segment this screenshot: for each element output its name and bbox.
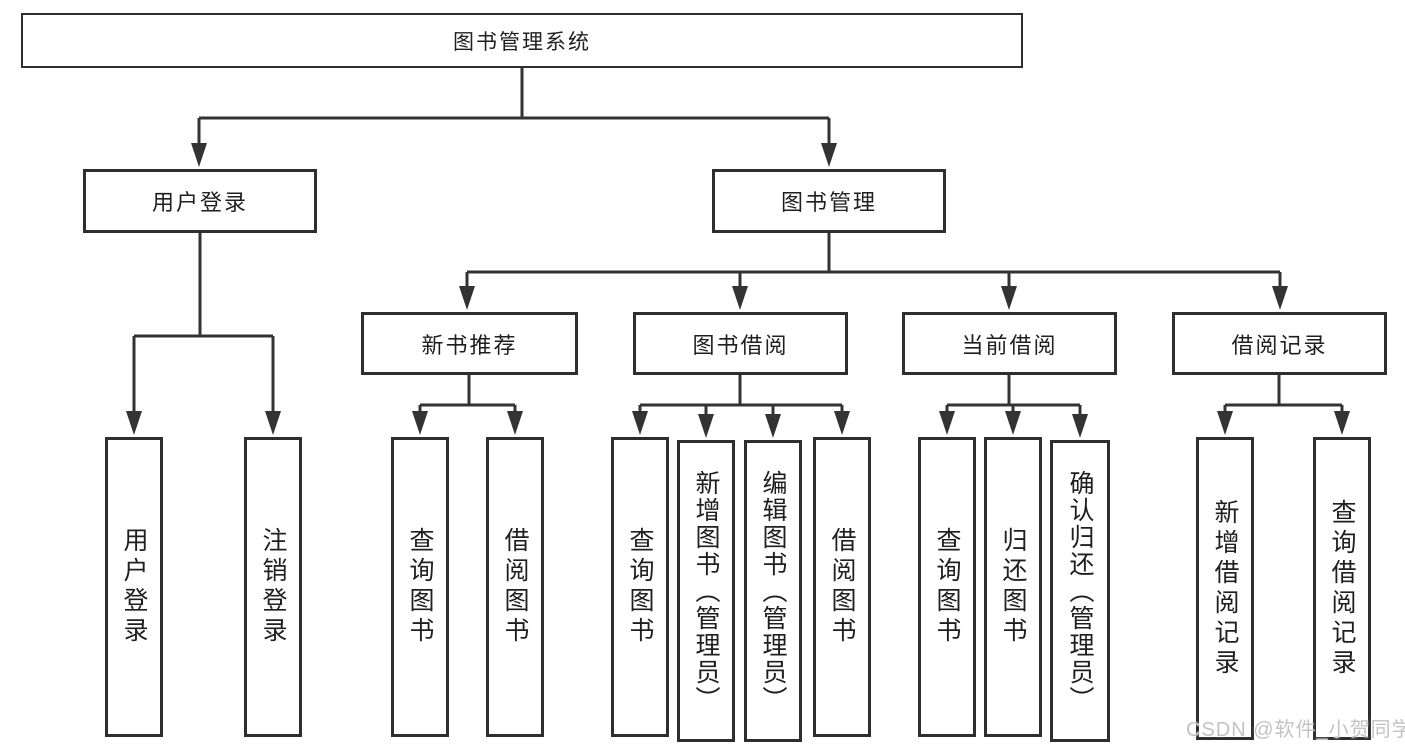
leaf-borrow-query-book-label: 查询图书 [626, 527, 654, 647]
node-book-borrow: 图书借阅 [633, 312, 848, 375]
node-new-book-recommend-label: 新书推荐 [421, 332, 518, 358]
leaf-borrow-query-book: 查询图书 [611, 437, 669, 737]
node-book-management-label: 图书管理 [780, 190, 877, 215]
leaf-borrow-borrow-book-label: 借阅图书 [828, 527, 856, 647]
leaf-recommend-borrow-book-label: 借阅图书 [501, 527, 529, 647]
leaf-borrow-edit-book-label: 编辑图书（管理员） [759, 469, 787, 713]
leaf-user-login-label: 用户登录 [120, 527, 148, 647]
leaf-current-query-book-label: 查询图书 [933, 527, 961, 647]
leaf-borrow-add-book-label: 新增图书（管理员） [692, 469, 720, 713]
leaf-record-query: 查询借阅记录 [1313, 437, 1371, 740]
leaf-record-add: 新增借阅记录 [1196, 437, 1254, 740]
node-user-login-label: 用户登录 [151, 190, 248, 215]
node-current-borrow: 当前借阅 [902, 312, 1117, 375]
leaf-record-query-label: 查询借阅记录 [1328, 498, 1356, 679]
node-root: 图书管理系统 [21, 13, 1023, 68]
node-current-borrow-label: 当前借阅 [961, 332, 1058, 358]
node-book-borrow-label: 图书借阅 [692, 332, 789, 358]
node-book-management: 图书管理 [712, 169, 946, 233]
leaf-recommend-borrow-book: 借阅图书 [486, 437, 544, 737]
node-user-login: 用户登录 [83, 169, 317, 233]
leaf-recommend-query-book: 查询图书 [391, 437, 449, 737]
leaf-current-confirm-return: 确认归还（管理员） [1050, 440, 1110, 742]
leaf-current-return-book: 归还图书 [984, 437, 1042, 737]
node-borrow-record: 借阅记录 [1172, 312, 1387, 375]
node-new-book-recommend: 新书推荐 [361, 312, 578, 375]
leaf-borrow-edit-book: 编辑图书（管理员） [744, 440, 802, 742]
node-root-label: 图书管理系统 [453, 30, 591, 54]
leaf-user-login: 用户登录 [105, 437, 163, 737]
leaf-current-confirm-return-label: 确认归还（管理员） [1066, 469, 1094, 713]
leaf-logout: 注销登录 [244, 437, 302, 737]
leaf-logout-label: 注销登录 [259, 527, 287, 647]
leaf-current-return-book-label: 归还图书 [999, 527, 1027, 647]
leaf-borrow-borrow-book: 借阅图书 [813, 437, 871, 737]
leaf-borrow-add-book: 新增图书（管理员） [677, 440, 735, 742]
leaf-record-add-label: 新增借阅记录 [1211, 498, 1239, 679]
node-borrow-record-label: 借阅记录 [1231, 332, 1328, 358]
leaf-recommend-query-book-label: 查询图书 [406, 527, 434, 647]
leaf-current-query-book: 查询图书 [918, 437, 976, 737]
csdn-watermark: CSDN @软件_小贺同学 [1186, 719, 1405, 741]
